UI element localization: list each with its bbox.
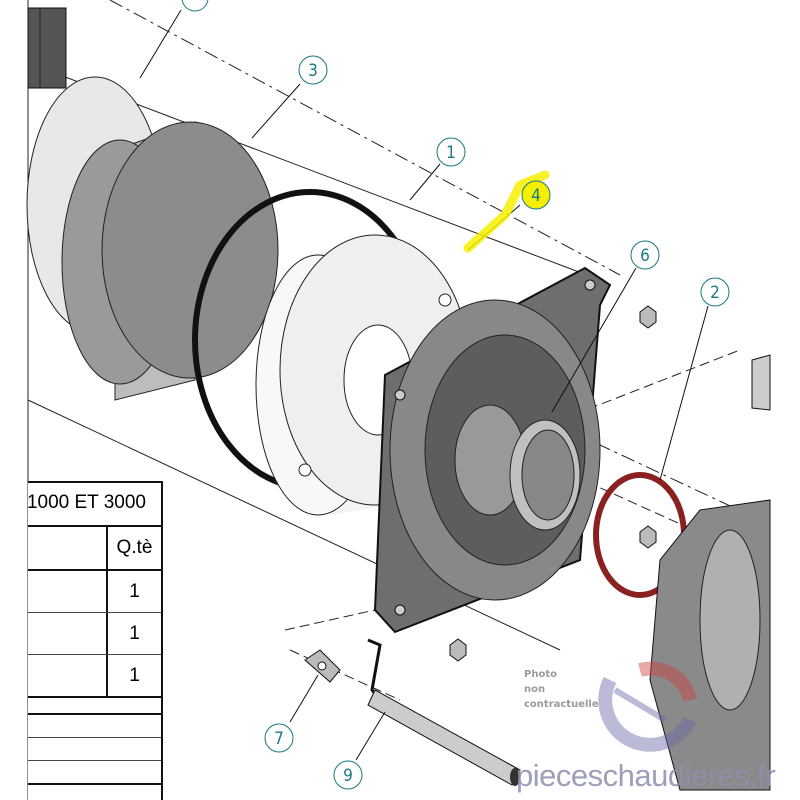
part-9-ignition-electrode [367, 638, 521, 786]
photo-disclaimer: Photo non contractuelle [524, 669, 599, 710]
table-row: 1 [28, 613, 161, 655]
svg-text:4: 4 [531, 186, 541, 206]
callout-6: 6 [630, 240, 660, 270]
part-7-flange-gasket [304, 649, 341, 683]
table-divider [28, 761, 161, 785]
part-3-insulation-disc [61, 121, 279, 401]
callout-2: 2 [700, 277, 730, 307]
callout-4: 4 [521, 180, 551, 210]
svg-text:2: 2 [710, 283, 720, 303]
watermark-logo [598, 661, 697, 752]
svg-text:1: 1 [446, 143, 456, 163]
table-divider [28, 698, 161, 715]
callout-7: 7 [264, 723, 294, 753]
table-divider [28, 738, 161, 761]
table-row: 1 [28, 655, 161, 698]
callout-1: 1 [436, 137, 466, 167]
callout-9: 9 [333, 760, 363, 790]
highlight-mark [463, 170, 550, 253]
svg-text:6: 6 [640, 246, 650, 266]
svg-text:9: 9 [343, 766, 353, 786]
svg-text:7: 7 [274, 729, 284, 749]
parts-table-title: E 1000 ET 3000 [28, 483, 161, 527]
table-row: 1 [28, 571, 161, 613]
callout-partial [181, 0, 209, 12]
leader-lines [139, 9, 709, 761]
fan-housing-part [27, 7, 67, 89]
table-divider [28, 715, 161, 738]
part-6-burner-plate [373, 266, 612, 634]
qty-header: Q.tè [116, 537, 153, 558]
watermark-site: pieceschaudieres.fr [516, 758, 776, 793]
svg-text:3: 3 [308, 61, 318, 81]
nuts [449, 305, 657, 662]
parts-table-header: Q.tè [28, 527, 161, 571]
heat-exchanger-part [649, 354, 771, 791]
callout-3: 3 [298, 55, 328, 85]
parts-table: E 1000 ET 3000 Q.tè 1 1 1 [28, 481, 163, 800]
